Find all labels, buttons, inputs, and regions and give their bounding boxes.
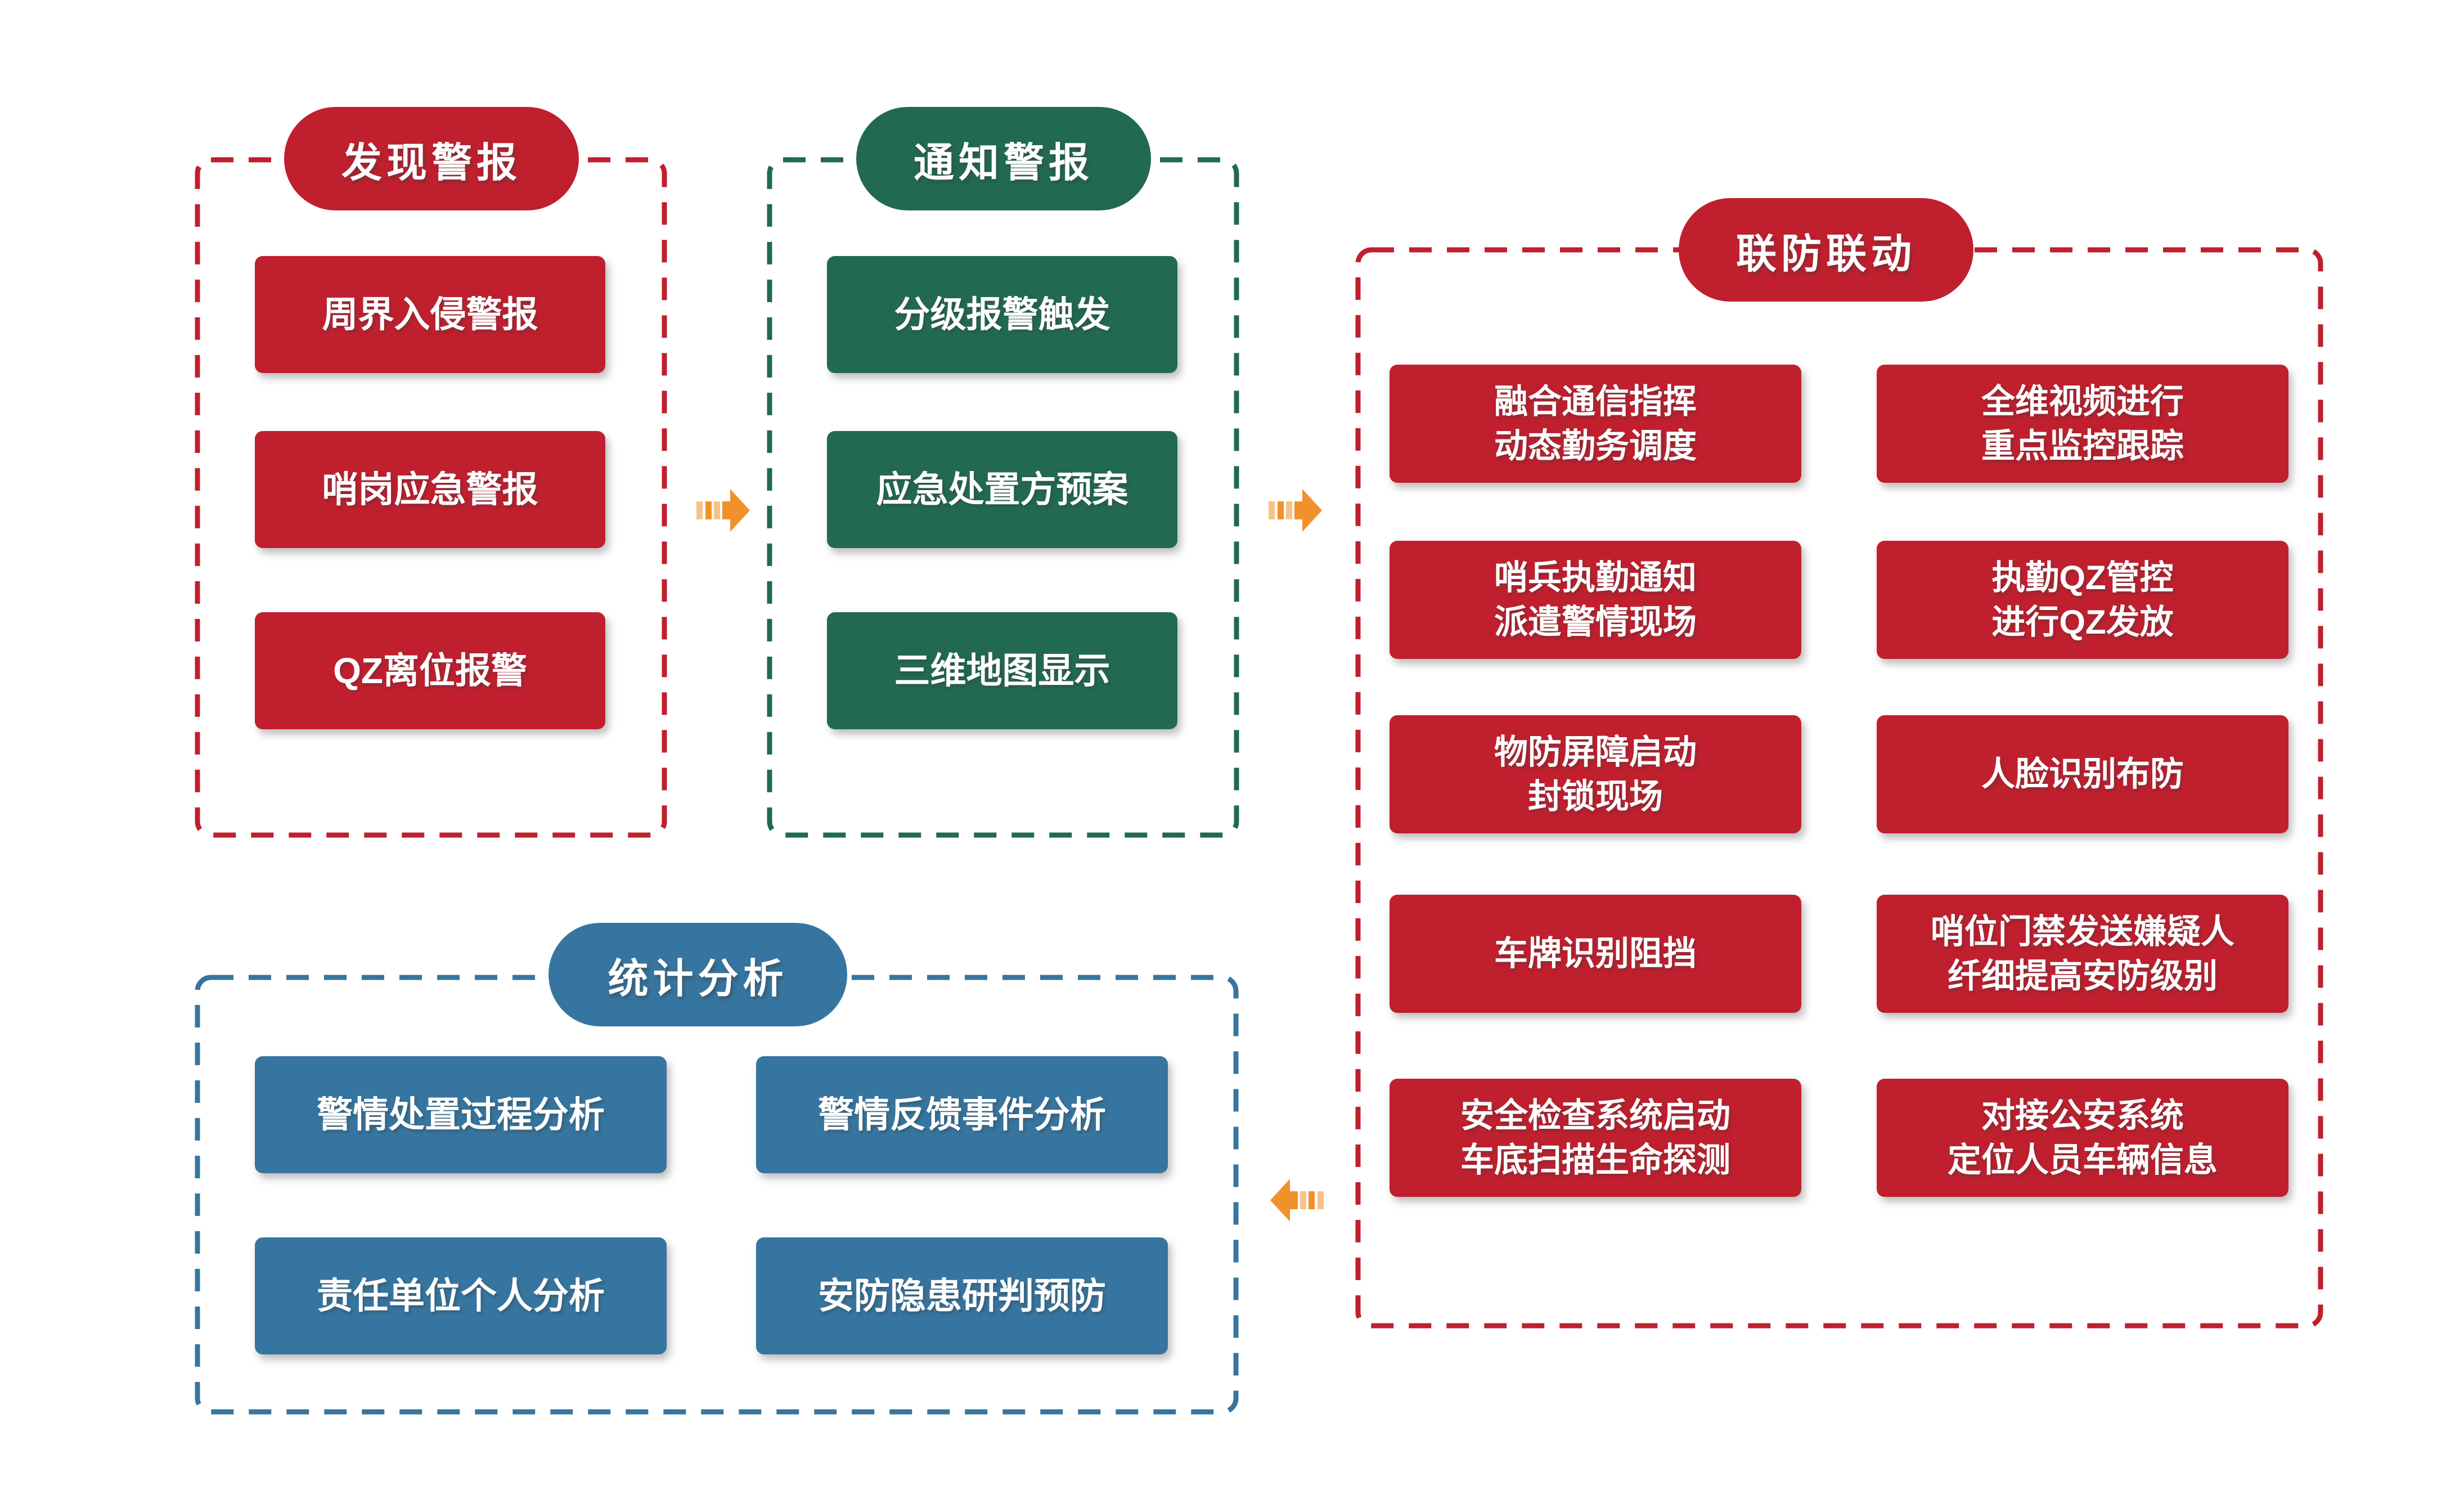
node-label: 派遣警情现场: [1494, 603, 1697, 641]
node-label: 安全检查系统启动: [1460, 1096, 1730, 1134]
node-label: 哨岗应急警报: [322, 469, 538, 510]
notify-alarm-header: 通知警报: [856, 107, 1151, 210]
node-sentry-emergency-alarm: 哨岗应急警报: [255, 431, 605, 548]
node-police-system-link: 对接公安系统 定位人员车辆信息: [1877, 1079, 2288, 1197]
notify-alarm-title: 通知警报: [913, 140, 1094, 186]
node-label: 进行QZ发放: [1991, 603, 2174, 641]
flow-arrow-left-icon: [1270, 1177, 1324, 1224]
node-label: 哨位门禁发送嫌疑人: [1931, 912, 2234, 950]
node-security-risk-analysis: 安防隐患研判预防: [756, 1237, 1168, 1354]
node-qz-offsite-alarm: QZ离位报警: [255, 612, 605, 729]
joint-defense-header: 联防联动: [1679, 198, 1973, 302]
discover-alarm-header: 发现警报: [284, 107, 579, 210]
node-alarm-feedback-analysis: 警情反馈事件分析: [756, 1056, 1168, 1173]
node-label: 周界入侵警报: [322, 294, 538, 335]
discover-alarm-title: 发现警报: [341, 140, 521, 186]
node-label: 重点监控跟踪: [1981, 427, 2184, 465]
node-label: 分级报警触发: [894, 294, 1110, 335]
node-label: 人脸识别布防: [1981, 755, 2184, 793]
node-label: 物防屏障启动: [1494, 733, 1697, 771]
node-label: 哨兵执勤通知: [1494, 558, 1697, 596]
node-label: 封锁现场: [1528, 778, 1663, 815]
node-perimeter-intrusion-alarm: 周界入侵警报: [255, 256, 605, 373]
node-label: 执勤QZ管控: [1991, 558, 2174, 596]
node-responsible-unit-analysis: 责任单位个人分析: [255, 1237, 667, 1354]
node-sentry-duty-notice: 哨兵执勤通知 派遣警情现场: [1390, 541, 1801, 659]
node-label: QZ离位报警: [333, 650, 527, 691]
node-3d-map-display: 三维地图显示: [827, 612, 1177, 729]
node-label: 警情处置过程分析: [317, 1094, 605, 1135]
statistics-header: 统计分析: [548, 923, 847, 1026]
node-label: 车牌识别阻挡: [1494, 935, 1697, 973]
node-label: 车底扫描生命探测: [1460, 1141, 1730, 1179]
node-plate-recognition-block: 车牌识别阻挡: [1390, 895, 1801, 1013]
node-label: 应急处置方预案: [876, 469, 1128, 510]
node-panoramic-video-tracking: 全维视频进行 重点监控跟踪: [1877, 365, 2288, 483]
node-label: 三维地图显示: [894, 650, 1110, 691]
node-fused-comms-dispatch: 融合通信指挥 动态勤务调度: [1390, 365, 1801, 483]
node-alarm-handling-analysis: 警情处置过程分析: [255, 1056, 667, 1173]
joint-defense-title: 联防联动: [1735, 231, 1916, 277]
node-sentry-access-suspect-alert: 哨位门禁发送嫌疑人 纤细提高安防级别: [1877, 895, 2288, 1013]
node-label: 定位人员车辆信息: [1948, 1141, 2218, 1179]
statistics-title: 统计分析: [608, 956, 788, 1002]
node-face-recognition-deploy: 人脸识别布防: [1877, 715, 2288, 833]
node-label: 安防隐患研判预防: [818, 1275, 1106, 1316]
flow-arrow-right-icon: [696, 487, 750, 534]
node-emergency-response-plan: 应急处置方预案: [827, 431, 1177, 548]
flow-arrow-right-icon: [1269, 487, 1322, 534]
node-label: 责任单位个人分析: [317, 1275, 605, 1316]
node-security-check-scan: 安全检查系统启动 车底扫描生命探测: [1390, 1079, 1801, 1197]
node-graded-alarm-trigger: 分级报警触发: [827, 256, 1177, 373]
node-physical-barrier-lockdown: 物防屏障启动 封锁现场: [1390, 715, 1801, 833]
node-label: 警情反馈事件分析: [818, 1094, 1106, 1135]
node-qz-duty-control: 执勤QZ管控 进行QZ发放: [1877, 541, 2288, 659]
node-label: 动态勤务调度: [1494, 427, 1697, 465]
node-label: 纤细提高安防级别: [1948, 957, 2218, 995]
node-label: 融合通信指挥: [1494, 382, 1697, 420]
node-label: 对接公安系统: [1981, 1096, 2184, 1134]
node-label: 全维视频进行: [1981, 382, 2184, 420]
